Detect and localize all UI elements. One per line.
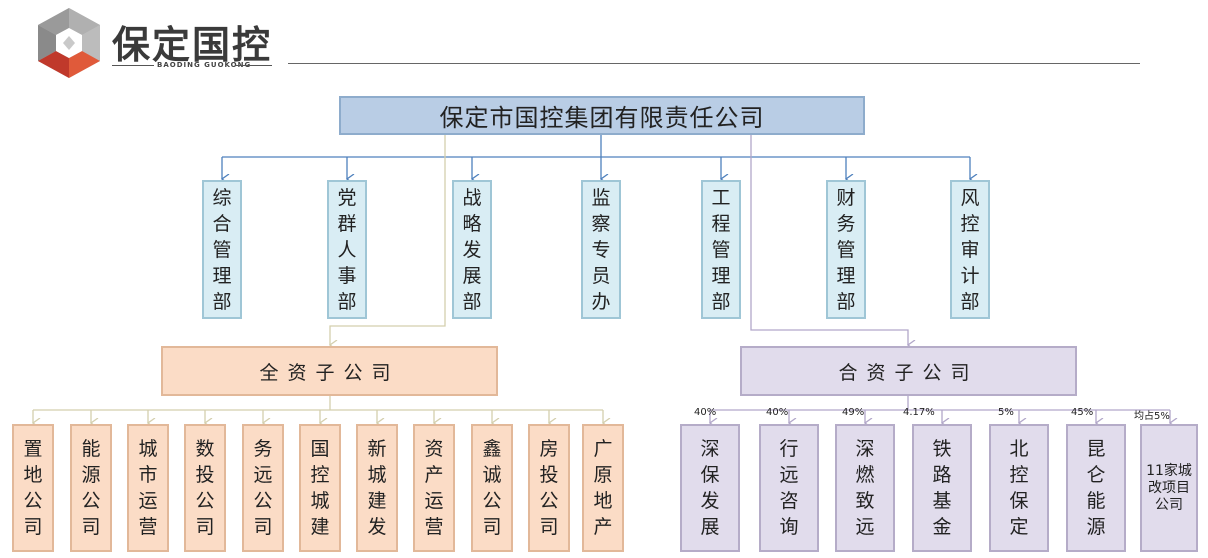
subsidiary-full: 城市运营 — [127, 424, 169, 552]
dept-finance: 财务管理部 — [826, 180, 866, 319]
share-percentage: 4.17% — [903, 407, 935, 418]
brand-name: 保定国控 — [112, 23, 273, 67]
brand-line-left — [112, 65, 154, 66]
subsidiary-full: 务远公司 — [242, 424, 284, 552]
subsidiary-joint: 11家城改项目公司 — [1140, 424, 1198, 552]
subsidiary-joint: 铁路基金 — [912, 424, 972, 552]
share-percentage: 均占5% — [1134, 411, 1170, 422]
subsidiary-joint: 北控保定 — [989, 424, 1049, 552]
subsidiary-joint: 昆仑能源 — [1066, 424, 1126, 552]
share-percentage: 40% — [766, 407, 789, 418]
subsidiary-joint: 深燃致远 — [835, 424, 895, 552]
group-joint-venture: 合资子公司 — [740, 346, 1077, 396]
share-percentage: 5% — [998, 407, 1014, 418]
subsidiary-full: 能源公司 — [70, 424, 112, 552]
dept-strategy: 战略发展部 — [452, 180, 492, 319]
share-percentage: 45% — [1071, 407, 1094, 418]
header-divider — [288, 63, 1140, 64]
subsidiary-joint: 行远咨询 — [759, 424, 819, 552]
subsidiary-full: 鑫诚公司 — [471, 424, 513, 552]
group-wholly-owned: 全资子公司 — [161, 346, 498, 396]
share-percentage: 40% — [694, 407, 717, 418]
brand-name-en: BAODING GUOKONG — [157, 61, 252, 69]
subsidiary-joint: 深保发展 — [680, 424, 740, 552]
logo-icon — [38, 8, 100, 78]
subsidiary-full: 房投公司 — [528, 424, 570, 552]
subsidiary-full: 国控城建 — [299, 424, 341, 552]
subsidiary-full: 资产运营 — [413, 424, 455, 552]
subsidiary-full: 数投公司 — [184, 424, 226, 552]
dept-risk-audit: 风控审计部 — [950, 180, 990, 319]
dept-general-management: 综合管理部 — [202, 180, 242, 319]
dept-connectors — [222, 135, 970, 179]
subsidiary-full: 新城建发 — [356, 424, 398, 552]
root-company: 保定市国控集团有限责任公司 — [339, 96, 865, 135]
dept-engineering: 工程管理部 — [701, 180, 741, 319]
subsidiary-full: 置地公司 — [12, 424, 54, 552]
brand-line-right — [236, 65, 272, 66]
dept-party-hr: 党群人事部 — [327, 180, 367, 319]
joint-connectors — [710, 135, 1170, 423]
dept-supervision: 监察专员办 — [581, 180, 621, 319]
full-connectors — [33, 135, 603, 423]
subsidiary-full: 广原地产 — [582, 424, 624, 552]
share-percentage: 49% — [842, 407, 865, 418]
